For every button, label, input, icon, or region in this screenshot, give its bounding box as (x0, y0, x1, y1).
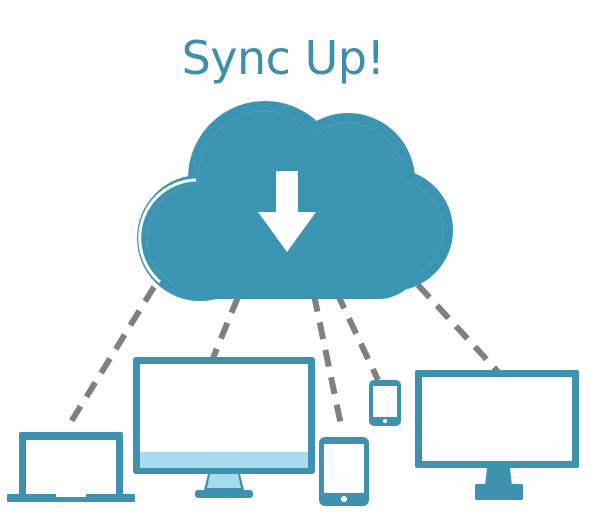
tablet-icon (319, 437, 369, 506)
connector-monitor (415, 282, 503, 377)
connector-lines (63, 282, 503, 432)
desktop-monitor-icon (133, 357, 315, 498)
download-arrow-icon (258, 171, 316, 252)
connector-desktop (210, 295, 241, 360)
connector-tablet (311, 294, 345, 431)
laptop-icon (7, 432, 135, 502)
cloud-icon (137, 101, 453, 301)
connector-phone (334, 291, 381, 382)
monitor-icon (415, 370, 579, 500)
page-title: Sync Up! (181, 31, 385, 85)
phone-icon (369, 380, 401, 426)
